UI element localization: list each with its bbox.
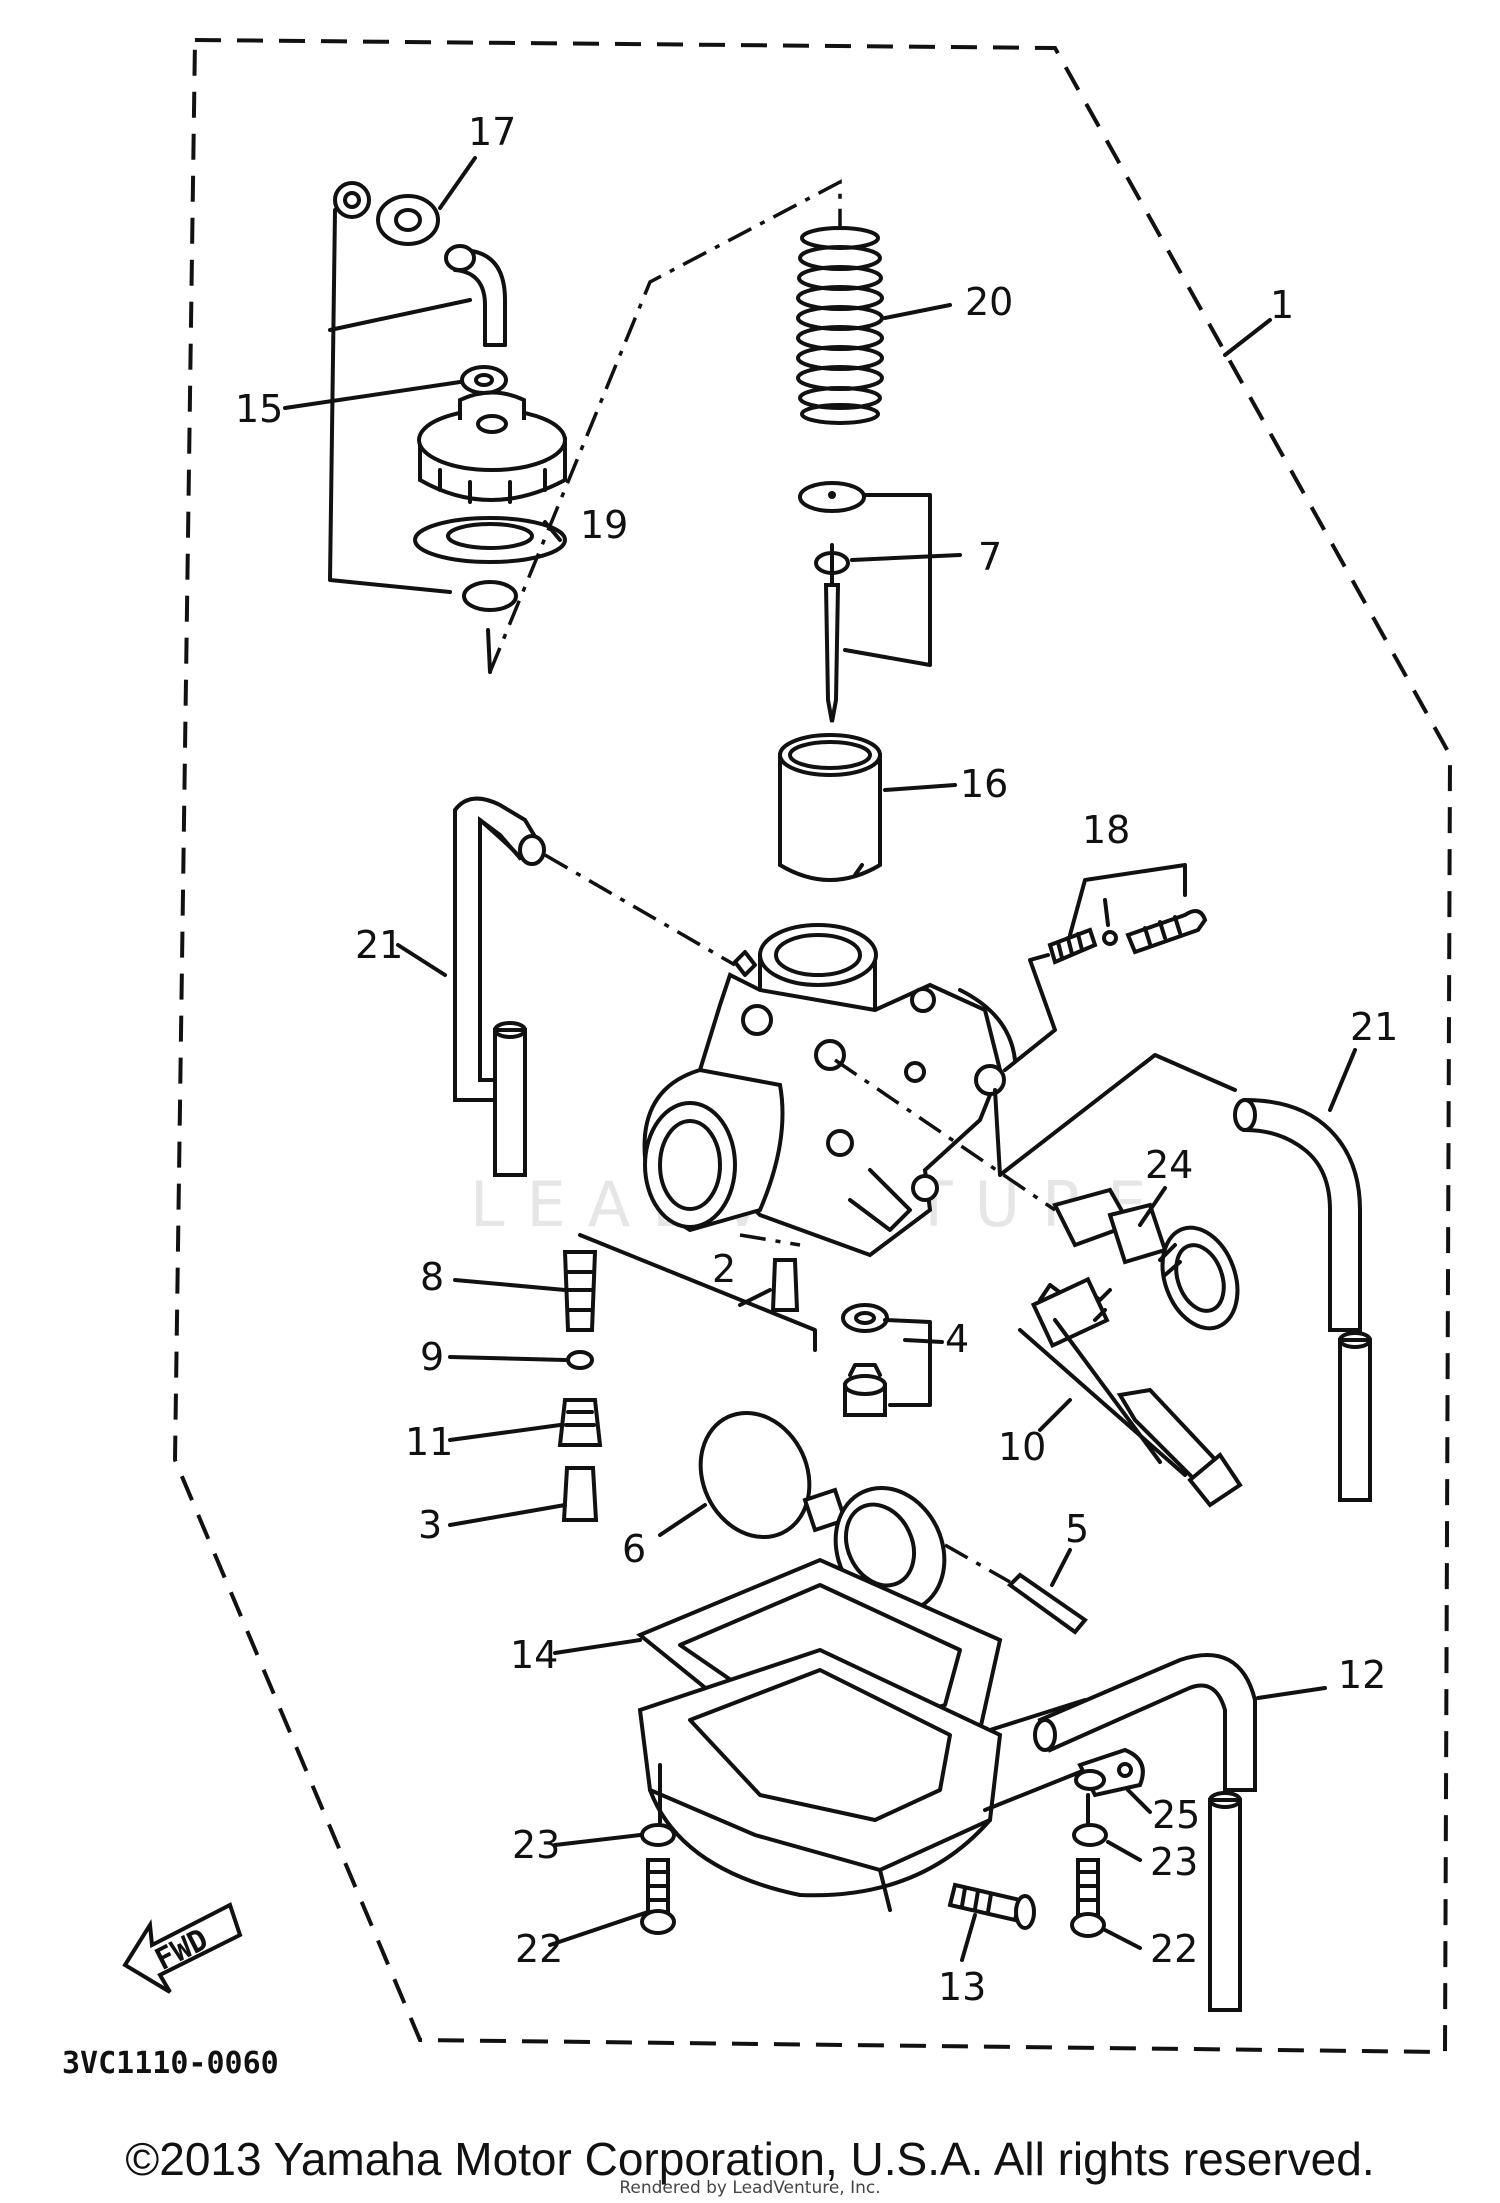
jet-needle [823, 583, 841, 723]
callout-6: 6 [622, 1527, 646, 1571]
callout-23-right: 23 [1150, 1840, 1198, 1884]
nut-part [333, 181, 371, 219]
callout-17: 17 [468, 110, 516, 154]
cap-group [328, 181, 567, 674]
plug-4 [841, 1303, 932, 1417]
washer-23-left [640, 1823, 676, 1847]
chain-line-cap [488, 179, 842, 673]
callout-13: 13 [938, 1965, 986, 2009]
callout-1: 1 [1270, 283, 1294, 327]
leader-lines [283, 156, 1357, 1962]
copyright-notice: ©2013 Yamaha Motor Corporation, U.S.A. A… [125, 2133, 1375, 2185]
drain-hose-12 [983, 1653, 1257, 2012]
callout-21-left: 21 [355, 923, 403, 967]
washer-23-right [1072, 1823, 1108, 1847]
hose-21-left [453, 796, 546, 1177]
callout-8: 8 [420, 1255, 444, 1299]
clip-part [462, 580, 518, 612]
fwd-arrow-icon: FWD [122, 1902, 243, 1994]
drawing-code: 3VC1110-0060 [62, 2046, 279, 2081]
callout-20: 20 [965, 280, 1013, 324]
callout-15: 15 [235, 387, 283, 431]
drain-screw-13 [947, 1882, 1036, 1930]
starter-plunger-24 [1052, 1187, 1240, 1331]
carburetor-body [642, 923, 1017, 1258]
callout-labels: 1 2 3 4 5 6 7 8 9 10 11 12 13 14 15 16 1… [235, 110, 1398, 2009]
callout-19: 19 [580, 503, 628, 547]
rendered-by-notice: Rendered by LeadVenture, Inc. [619, 2178, 881, 2198]
callout-4: 4 [945, 1317, 969, 1361]
callout-11: 11 [405, 1420, 453, 1464]
washer-15 [460, 365, 508, 395]
callout-21-right: 21 [1350, 1005, 1398, 1049]
callout-5: 5 [1065, 1507, 1089, 1551]
callout-24: 24 [1145, 1143, 1193, 1187]
idle-screw-18 [1003, 863, 1208, 1072]
needle-group [798, 481, 932, 723]
callout-23-left: 23 [512, 1823, 560, 1867]
callout-22-left: 22 [515, 1927, 563, 1971]
callout-25: 25 [1152, 1793, 1200, 1837]
assembly-boundary [172, 37, 1453, 2055]
callout-22-right: 22 [1150, 1927, 1198, 1971]
callout-7: 7 [978, 535, 1002, 579]
float-bowl [636, 1557, 1003, 1912]
o-ring-9 [566, 1350, 594, 1370]
callout-10: 10 [998, 1425, 1046, 1469]
callout-16: 16 [960, 762, 1008, 806]
callout-14: 14 [510, 1633, 558, 1677]
callout-3: 3 [418, 1503, 442, 1547]
callout-12: 12 [1338, 1653, 1386, 1697]
callout-18: 18 [1082, 808, 1130, 852]
spring-20 [796, 226, 884, 425]
bowl-fasteners [640, 1747, 1145, 1938]
throttle-valve-16 [778, 733, 882, 882]
pilot-jet-2 [770, 1258, 800, 1312]
float-pin-5 [1006, 1572, 1088, 1635]
jet-stack-left [557, 1233, 817, 1522]
callout-2: 2 [712, 1247, 736, 1291]
main-jet-holder-11 [557, 1398, 603, 1447]
hose-21-right [1233, 1097, 1372, 1502]
callout-9: 9 [420, 1335, 444, 1379]
boot-part [376, 194, 440, 246]
main-jet-3 [561, 1466, 599, 1522]
pilot-screw-10 [1018, 1276, 1243, 1508]
